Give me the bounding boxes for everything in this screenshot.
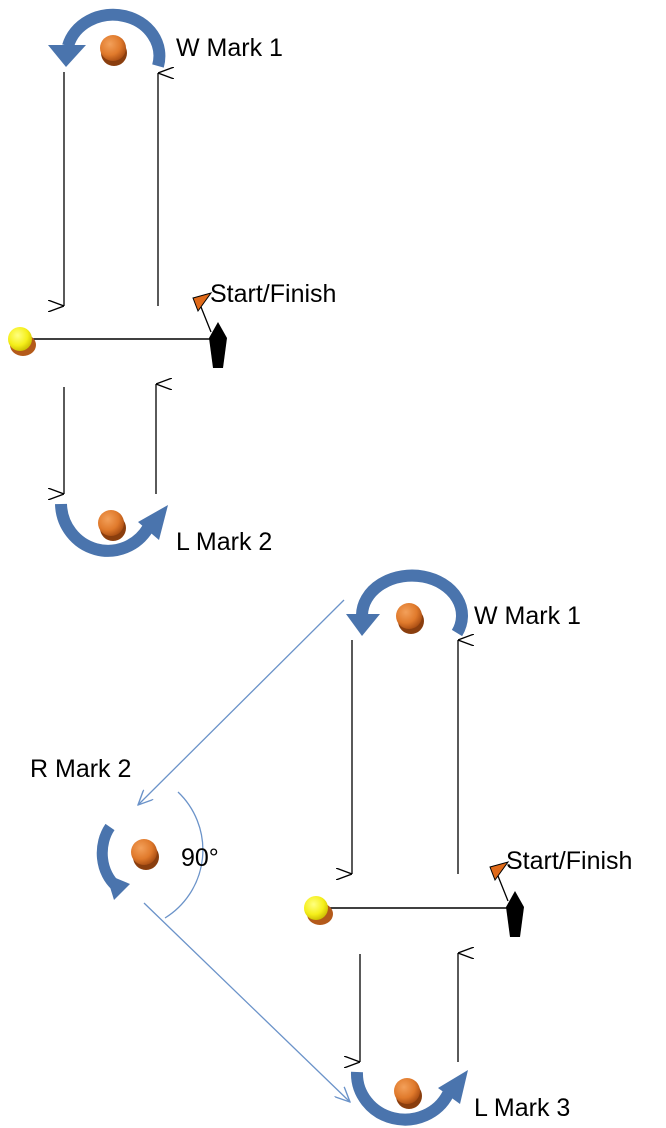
reach-leg-2 xyxy=(143,902,350,1102)
committee-boat-icon-2 xyxy=(489,861,524,937)
start-finish-label: Start/Finish xyxy=(210,280,336,308)
leeward-mark-label: L Mark 2 xyxy=(176,528,272,556)
leeward-mark-2-buoy xyxy=(98,510,126,541)
reach-leg-1 xyxy=(138,599,345,805)
pin-end-buoy-2 xyxy=(304,896,333,925)
windward-mark-label: W Mark 1 xyxy=(176,34,283,62)
diagram-1: W Mark 1 Start/Finish L Mark 2 xyxy=(8,8,336,557)
leeward-rounding-arrow-2 xyxy=(350,1070,468,1126)
windward-mark-label-2: W Mark 1 xyxy=(474,602,581,630)
windward-rounding-arrow xyxy=(48,8,166,68)
windward-mark-1-buoy-2 xyxy=(396,603,424,634)
leeward-rounding-arrow xyxy=(55,503,168,557)
diagram-2: W Mark 1 R Mark 2 90° Start/Finish xyxy=(30,569,632,1126)
windward-mark-1-buoy xyxy=(100,35,127,66)
leeward-mark-3-buoy xyxy=(394,1078,422,1109)
reach-mark-2-buoy xyxy=(131,839,159,870)
reach-rounding-arrow xyxy=(96,823,130,900)
start-finish-label-2: Start/Finish xyxy=(506,847,632,875)
angle-arc xyxy=(164,791,204,919)
committee-boat-icon xyxy=(192,292,227,368)
angle-label: 90° xyxy=(181,844,219,872)
leeward-mark-label-2: L Mark 3 xyxy=(474,1094,570,1122)
windward-rounding-arrow-2 xyxy=(346,569,468,637)
pin-end-buoy xyxy=(8,327,36,356)
reach-mark-label: R Mark 2 xyxy=(30,755,131,783)
